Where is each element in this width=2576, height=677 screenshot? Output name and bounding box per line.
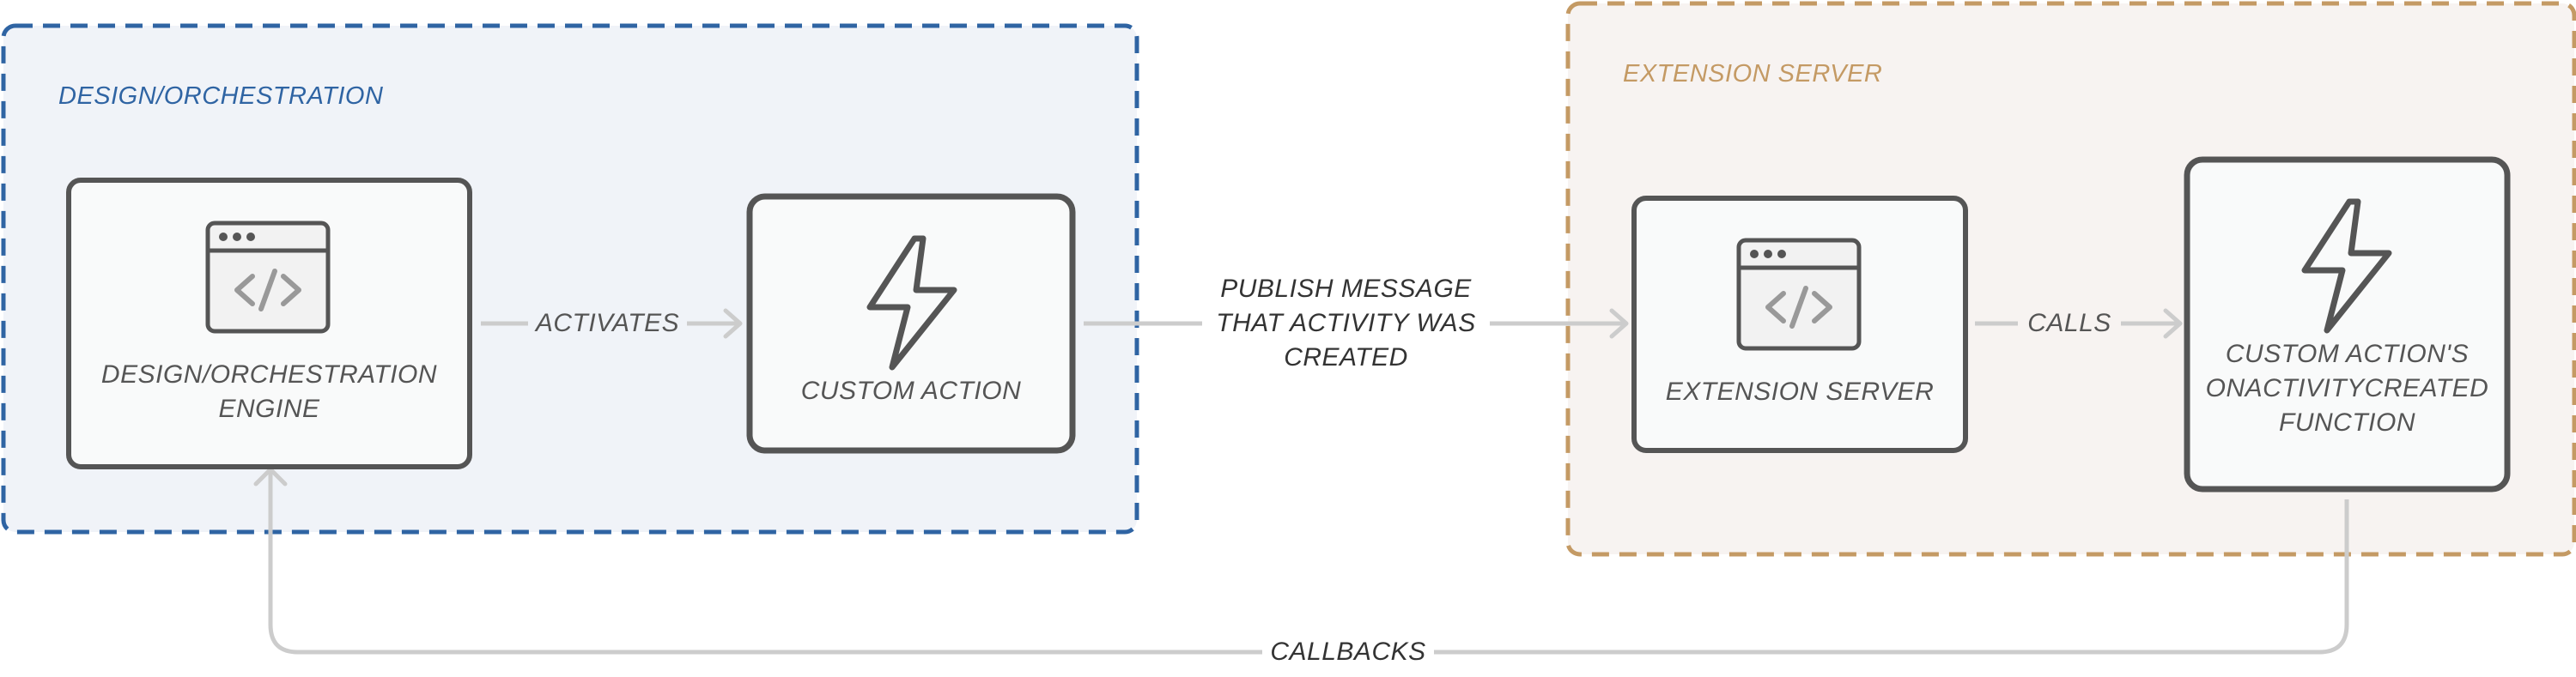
node-handler-label: CUSTOM ACTION'S ONACTIVITYCREATED FUNCTI… bbox=[2187, 337, 2507, 440]
edge-label-publish-line1: PUBLISH MESSAGE bbox=[1220, 275, 1472, 303]
group-label-extension: EXTENSION SERVER bbox=[1623, 60, 1883, 88]
node-engine-label-line1: DESIGN/ORCHESTRATION bbox=[100, 360, 438, 389]
node-handler-label-line3: FUNCTION bbox=[2279, 408, 2415, 437]
calls-arrowhead bbox=[2163, 308, 2183, 339]
node-extension-server-label-line1: EXTENSION SERVER bbox=[1665, 378, 1935, 406]
edge-label-activates: ACTIVATES bbox=[535, 309, 680, 337]
node-handler[interactable] bbox=[2184, 156, 2511, 493]
activates-arrowhead bbox=[723, 308, 743, 339]
node-engine-label-line2: ENGINE bbox=[218, 395, 320, 423]
edge-label-calls: CALLS bbox=[2027, 309, 2111, 337]
group-label-design: DESIGN/ORCHESTRATION bbox=[58, 82, 384, 110]
edge-label-publish-line3: CREATED bbox=[1284, 343, 1408, 372]
node-extension-server-label: EXTENSION SERVER bbox=[1634, 375, 1965, 409]
edge-label-callbacks: CALLBACKS bbox=[1262, 635, 1434, 669]
node-custom-action[interactable] bbox=[746, 193, 1076, 454]
node-handler-label-line2: ONACTIVITYCREATED bbox=[2205, 374, 2489, 402]
node-engine-label: DESIGN/ORCHESTRATION ENGINE bbox=[69, 358, 470, 426]
node-handler-label-line1: CUSTOM ACTION'S bbox=[2225, 340, 2470, 368]
code-window-icon bbox=[208, 223, 328, 331]
edge-label-publish: PUBLISH MESSAGE THAT ACTIVITY WAS CREATE… bbox=[1202, 272, 1490, 375]
publish-arrowhead bbox=[1609, 308, 1629, 339]
node-custom-action-label: CUSTOM ACTION bbox=[750, 374, 1072, 408]
code-window-icon bbox=[1739, 240, 1859, 348]
node-custom-action-label-line1: CUSTOM ACTION bbox=[800, 377, 1022, 405]
edge-label-publish-line2: THAT ACTIVITY WAS bbox=[1216, 309, 1476, 337]
